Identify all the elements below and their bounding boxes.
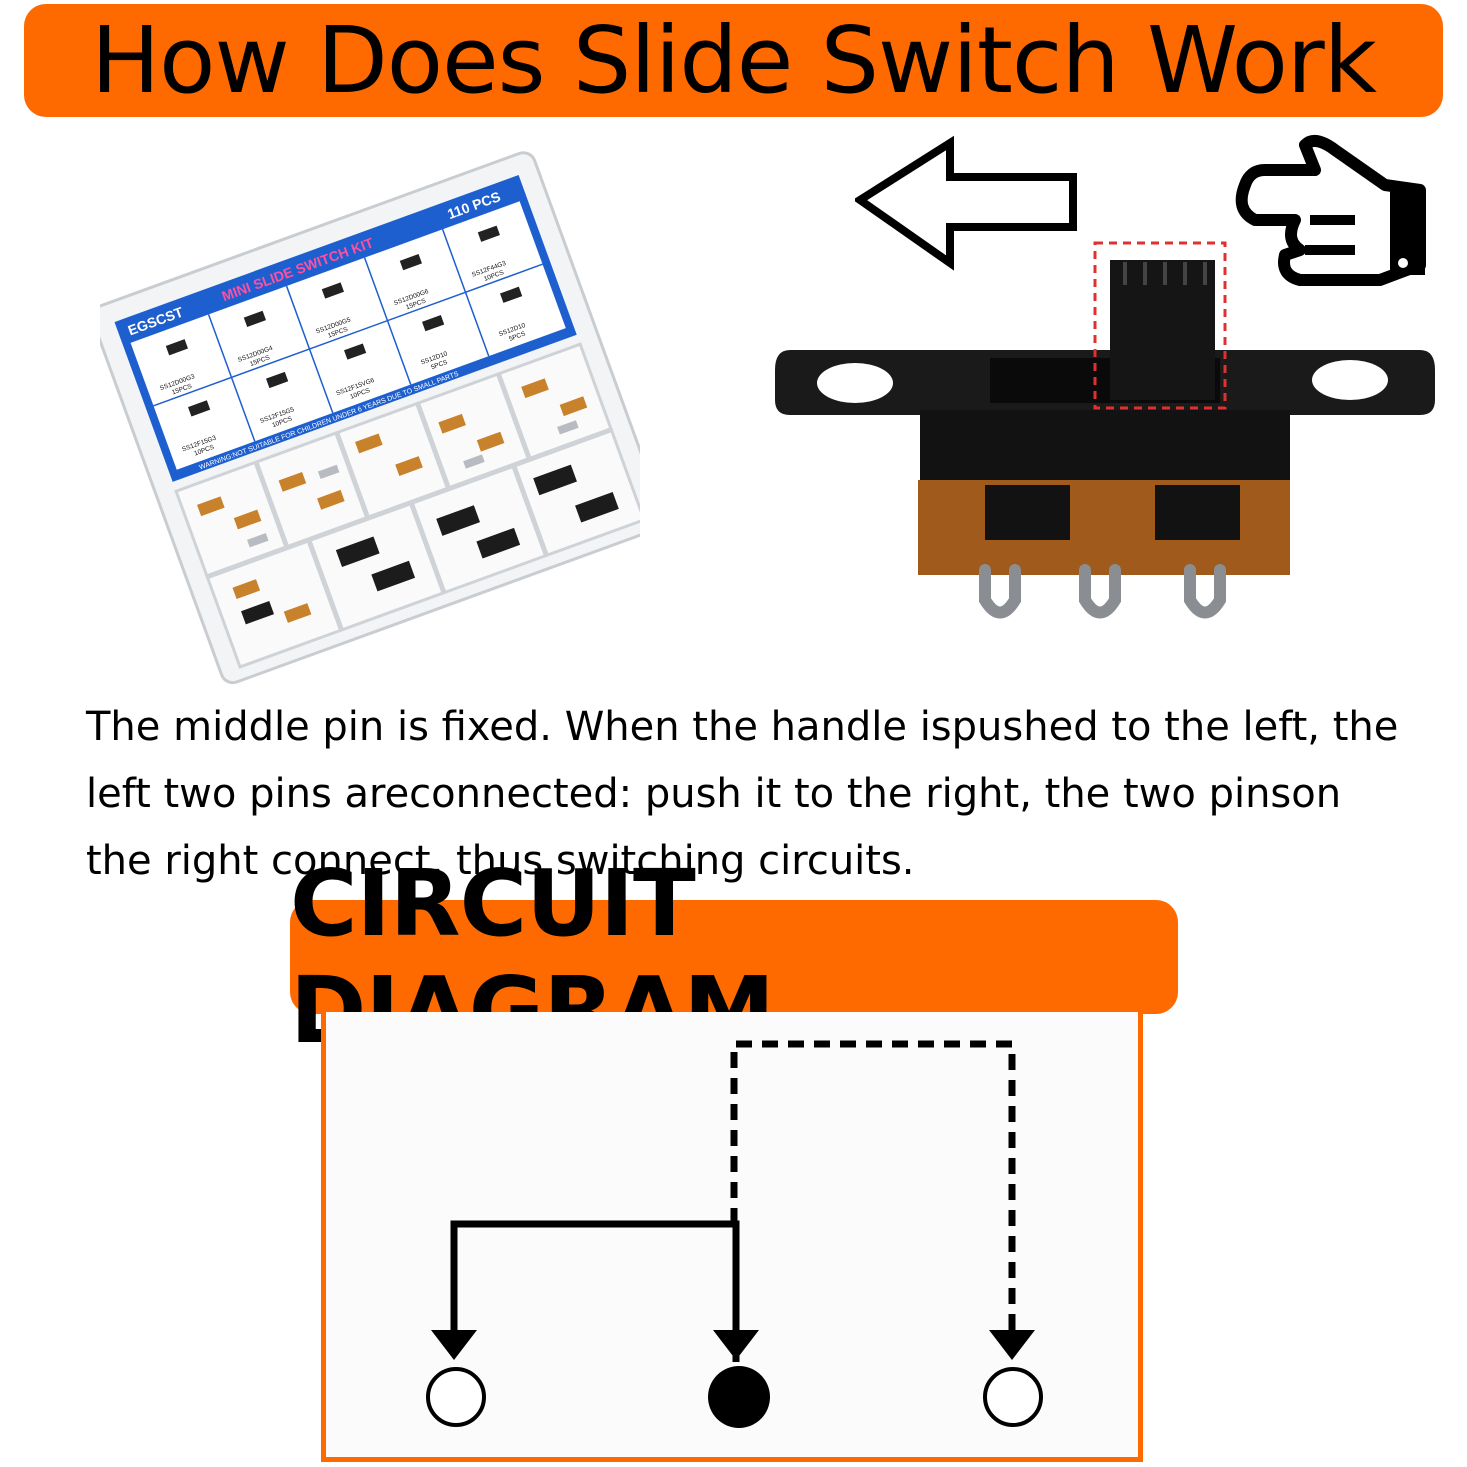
- pointing-hand-icon: [1235, 135, 1426, 286]
- left-pin: [426, 1367, 486, 1427]
- mount-hole: [1312, 360, 1388, 400]
- slide-switch-image: [775, 241, 1435, 619]
- arrow-down-icon: [431, 1330, 477, 1360]
- kit-box-image: EGSCST MINI SLIDE SWITCH KIT 110 PCS SS1…: [100, 151, 640, 685]
- right-pin: [983, 1367, 1043, 1427]
- circuit-diagram: [426, 1040, 1043, 1428]
- handle-highlight: [1093, 241, 1227, 410]
- left-arrow-icon: [855, 135, 1077, 271]
- title-banner: How Does Slide Switch Work: [24, 4, 1443, 117]
- dashed-connection-line: [730, 1040, 1016, 1330]
- middle-pin: [708, 1366, 770, 1428]
- switch-handle: [1110, 260, 1215, 400]
- page-title: How Does Slide Switch Work: [91, 7, 1377, 114]
- solid-connection-line: [450, 1220, 740, 1362]
- mount-hole: [817, 363, 893, 403]
- arrow-down-icon: [713, 1330, 759, 1360]
- arrow-down-icon: [989, 1330, 1035, 1360]
- description-text: The middle pin is fixed. When the handle…: [86, 704, 1399, 884]
- circuit-diagram-banner: CIRCUIT DIAGRAM: [290, 850, 1178, 1064]
